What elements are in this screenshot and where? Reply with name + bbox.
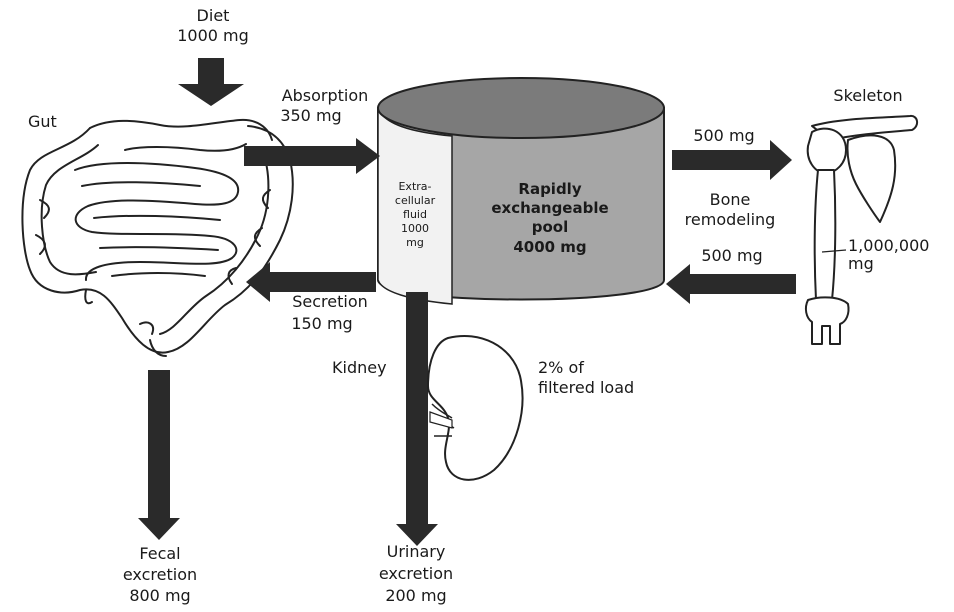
filtered-load-line1: 2% of — [538, 358, 584, 377]
ecf-line5: mg — [406, 236, 424, 249]
gut-illustration — [21, 118, 294, 357]
pool-line2: exchangeable — [491, 199, 609, 217]
kidney-label: Kidney — [332, 358, 387, 377]
remodeling-line1: Bone — [709, 190, 751, 209]
secretion-arrow — [246, 262, 376, 302]
diet-arrow — [178, 58, 244, 106]
kidney-illustration — [426, 335, 524, 481]
filtered-load-line2: filtered load — [538, 378, 635, 397]
from-bone-amount: 500 mg — [701, 246, 763, 265]
secretion-label: Secretion — [292, 292, 368, 311]
urinary-amount: 200 mg — [385, 586, 447, 605]
fecal-label-line1: Fecal — [139, 544, 181, 563]
remodeling-line2: remodeling — [684, 210, 776, 229]
fecal-arrow — [138, 370, 180, 540]
gut-label: Gut — [28, 112, 57, 131]
secretion-amount: 150 mg — [291, 314, 353, 333]
urinary-arrow — [396, 292, 438, 546]
urinary-label-line2: excretion — [378, 564, 454, 583]
pool-line1: Rapidly — [518, 180, 582, 198]
skeleton-label: Skeleton — [833, 86, 903, 105]
exchangeable-pool-cylinder — [377, 77, 665, 305]
skeleton-illustration — [804, 114, 918, 345]
skeleton-amount-line2: mg — [848, 254, 874, 273]
diet-amount: 1000 mg — [177, 26, 249, 45]
absorption-arrow — [244, 138, 380, 174]
absorption-amount: 350 mg — [280, 106, 342, 125]
absorption-label: Absorption — [281, 86, 369, 105]
pool-line4: 4000 mg — [513, 238, 587, 256]
ecf-line1: Extra- — [398, 180, 432, 193]
from-bone-arrow — [666, 264, 796, 304]
to-bone-amount: 500 mg — [693, 126, 755, 145]
ecf-line2: cellular — [394, 194, 436, 207]
fecal-label-line2: excretion — [122, 565, 198, 584]
ecf-line4: 1000 — [401, 222, 429, 235]
to-bone-arrow — [672, 140, 792, 180]
ecf-line3: fluid — [403, 208, 427, 221]
diet-label: Diet — [196, 6, 230, 25]
fecal-amount: 800 mg — [129, 586, 191, 605]
skeleton-amount-line1: 1,000,000 — [848, 236, 930, 255]
pool-line3: pool — [531, 218, 569, 236]
urinary-label-line1: Urinary — [386, 542, 446, 561]
